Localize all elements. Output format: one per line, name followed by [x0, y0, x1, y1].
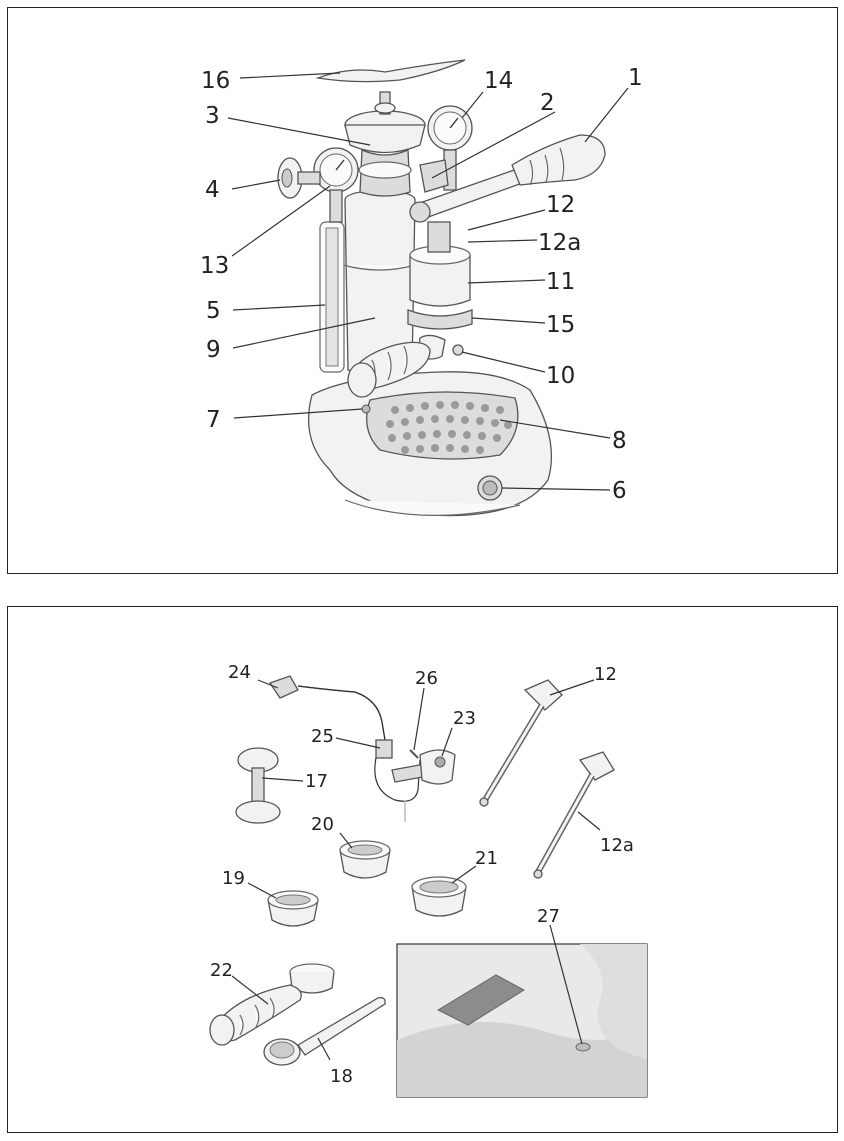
label-9: 9: [206, 337, 221, 363]
label-5: 5: [206, 298, 221, 324]
label-22: 22: [210, 960, 233, 981]
label-27: 27: [537, 906, 560, 927]
label-7: 7: [206, 407, 221, 433]
steam-tip: [268, 675, 299, 699]
label-1: 1: [628, 65, 643, 91]
label-12a: 12a: [538, 230, 581, 256]
label-21: 21: [475, 848, 498, 869]
label-11: 11: [546, 269, 575, 295]
label-4: 4: [205, 177, 220, 203]
filter-basket-19: [267, 890, 319, 927]
inset-drain-hole: [575, 1042, 591, 1052]
label-2: 2: [540, 90, 555, 116]
label-25: 25: [311, 726, 334, 747]
base-foot: [344, 499, 521, 516]
label-23: 23: [453, 708, 476, 729]
top-leader-lines: [227, 72, 629, 491]
label-16: 16: [201, 68, 230, 94]
label-18: 18: [330, 1066, 353, 1087]
label-14: 14: [484, 68, 513, 94]
boiler-cap-handle: [315, 59, 466, 83]
espresso-machine-illustration: [277, 59, 606, 517]
inset-detail-27: [396, 943, 648, 1098]
inset-label-plate: [436, 974, 525, 1026]
label-20: 20: [311, 814, 334, 835]
label-6: 6: [612, 478, 627, 504]
label-24: 24: [228, 662, 251, 683]
steam-valve: [419, 159, 449, 193]
tamper: [235, 747, 281, 824]
steam-valve-body: [375, 739, 393, 759]
filter-basket-21: [411, 876, 467, 917]
indicator-light: [361, 404, 371, 414]
drip-tray: [366, 391, 519, 460]
label-3: 3: [205, 103, 220, 129]
steam-wand-assembly: [268, 675, 456, 822]
label-17: 17: [305, 771, 328, 792]
label-13: 13: [200, 253, 229, 279]
group-gasket-ring: [407, 309, 473, 330]
valve-block: [419, 749, 456, 785]
bottom-leader-lines: [231, 679, 601, 1061]
label-12: 12: [546, 192, 575, 218]
label-12a-bottom: 12a: [600, 835, 634, 856]
portafilter-22: [209, 963, 335, 1046]
lever-part-12a: [533, 751, 615, 879]
label-26: 26: [415, 668, 438, 689]
label-19: 19: [222, 868, 245, 889]
label-12-bottom: 12: [594, 664, 617, 685]
lever-part-12: [479, 679, 563, 807]
label-10: 10: [546, 363, 575, 389]
label-15: 15: [546, 312, 575, 338]
drip-tray-holes: [386, 401, 512, 454]
filter-basket-20: [339, 840, 391, 879]
lever-handle: [511, 134, 606, 186]
label-8: 8: [612, 428, 627, 454]
bottom-callout-labels: 24 26 12 23 25 17 12a 20 21 19 27 22 18: [210, 662, 634, 1087]
top-callout-labels: 16 14 1 3 2 4 12 12a 13 11 5 15 9 10 7 8…: [200, 65, 643, 504]
